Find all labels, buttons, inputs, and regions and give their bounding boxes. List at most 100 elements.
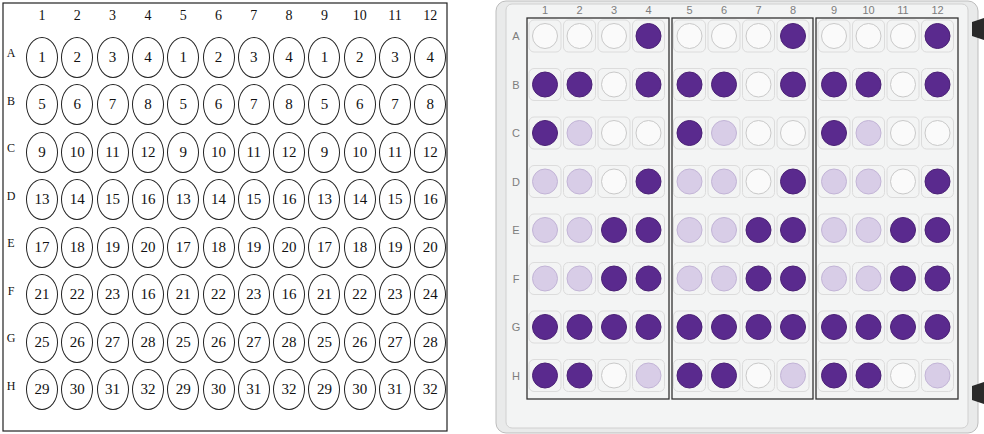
sample-number: 16 [282, 192, 297, 207]
row-letter: C [7, 142, 15, 154]
sample-number: 3 [109, 50, 117, 65]
well-socket [564, 20, 596, 52]
well-socket [818, 20, 850, 52]
sample-number: 6 [215, 97, 223, 112]
sample-number: 19 [105, 240, 120, 255]
sample-number: 30 [211, 382, 226, 397]
well [636, 24, 661, 49]
well [781, 218, 806, 243]
well [533, 266, 558, 291]
well-socket [853, 166, 885, 198]
sample-number: 13 [317, 192, 332, 207]
well [602, 266, 627, 291]
column-number: 8 [286, 9, 293, 23]
well-grid [529, 20, 954, 392]
well-socket [564, 69, 596, 101]
well-socket [887, 311, 919, 343]
well-socket [922, 360, 954, 392]
well-socket [708, 166, 740, 198]
sample-number: 5 [38, 97, 46, 112]
well-socket [674, 117, 706, 149]
well-circle: 9 [308, 132, 340, 173]
well-socket [818, 214, 850, 246]
well-socket [777, 360, 809, 392]
sample-number: 15 [388, 192, 403, 207]
well-circle: 13 [26, 179, 58, 220]
well-circle: 4 [132, 37, 164, 78]
sample-number: 17 [35, 240, 50, 255]
well [712, 24, 737, 49]
sample-number: 13 [35, 192, 50, 207]
well-circle: 10 [344, 132, 376, 173]
column-number: 10 [353, 9, 367, 23]
well-circle: 2 [61, 37, 93, 78]
plate-row-letter: C [512, 128, 520, 139]
group-frame [527, 18, 669, 399]
well-circle: 7 [238, 84, 270, 125]
sample-number: 31 [388, 382, 403, 397]
well-socket [922, 311, 954, 343]
well-circle: 3 [238, 37, 270, 78]
row-letter: G [7, 332, 16, 344]
sample-number: 31 [246, 382, 261, 397]
well [822, 72, 847, 97]
sample-number: 3 [250, 50, 258, 65]
column-number: 11 [388, 9, 401, 23]
well-circle: 15 [238, 179, 270, 220]
sample-number: 14 [70, 192, 85, 207]
sample-number: 20 [282, 240, 297, 255]
sample-number: 23 [105, 287, 120, 302]
well-circle: 25 [26, 322, 58, 363]
well-circle: 11 [379, 132, 411, 173]
well [746, 363, 771, 388]
well [746, 121, 771, 146]
sample-number: 27 [246, 335, 261, 350]
well-socket [853, 214, 885, 246]
sample-number: 18 [211, 240, 226, 255]
well [746, 218, 771, 243]
sample-number: 25 [317, 335, 332, 350]
well-circle: 15 [379, 179, 411, 220]
well [636, 266, 661, 291]
well [567, 218, 592, 243]
well-socket [598, 311, 630, 343]
column-number: 2 [74, 9, 81, 23]
well-socket [529, 20, 561, 52]
sample-number: 2 [356, 50, 364, 65]
well-socket [887, 117, 919, 149]
sample-number: 10 [211, 145, 226, 160]
sample-number: 9 [179, 145, 187, 160]
well-socket [743, 214, 775, 246]
sample-number: 30 [70, 382, 85, 397]
well-circle: 7 [379, 84, 411, 125]
well-socket [922, 20, 954, 52]
sample-number: 8 [144, 97, 152, 112]
well [602, 24, 627, 49]
well-circle: 17 [167, 227, 199, 268]
well [533, 169, 558, 194]
plate-body [496, 1, 978, 433]
sample-number: 21 [317, 287, 332, 302]
row-letter: F [8, 285, 15, 297]
well [746, 72, 771, 97]
group-frame [672, 18, 813, 399]
well [781, 315, 806, 340]
well-circle: 9 [26, 132, 58, 173]
column-number: 9 [321, 9, 328, 23]
well-circle: 29 [167, 369, 199, 410]
plate-top [506, 4, 968, 428]
well-socket [743, 117, 775, 149]
well-socket [818, 117, 850, 149]
sample-number: 27 [105, 335, 120, 350]
well [891, 169, 916, 194]
well-socket [598, 20, 630, 52]
well-socket [598, 117, 630, 149]
well [856, 315, 881, 340]
well [925, 24, 950, 49]
well-circle: 28 [414, 322, 446, 363]
well-circle: 23 [238, 274, 270, 315]
sample-number: 28 [423, 335, 438, 350]
well-circle: 20 [273, 227, 305, 268]
well-socket [674, 360, 706, 392]
well [602, 315, 627, 340]
